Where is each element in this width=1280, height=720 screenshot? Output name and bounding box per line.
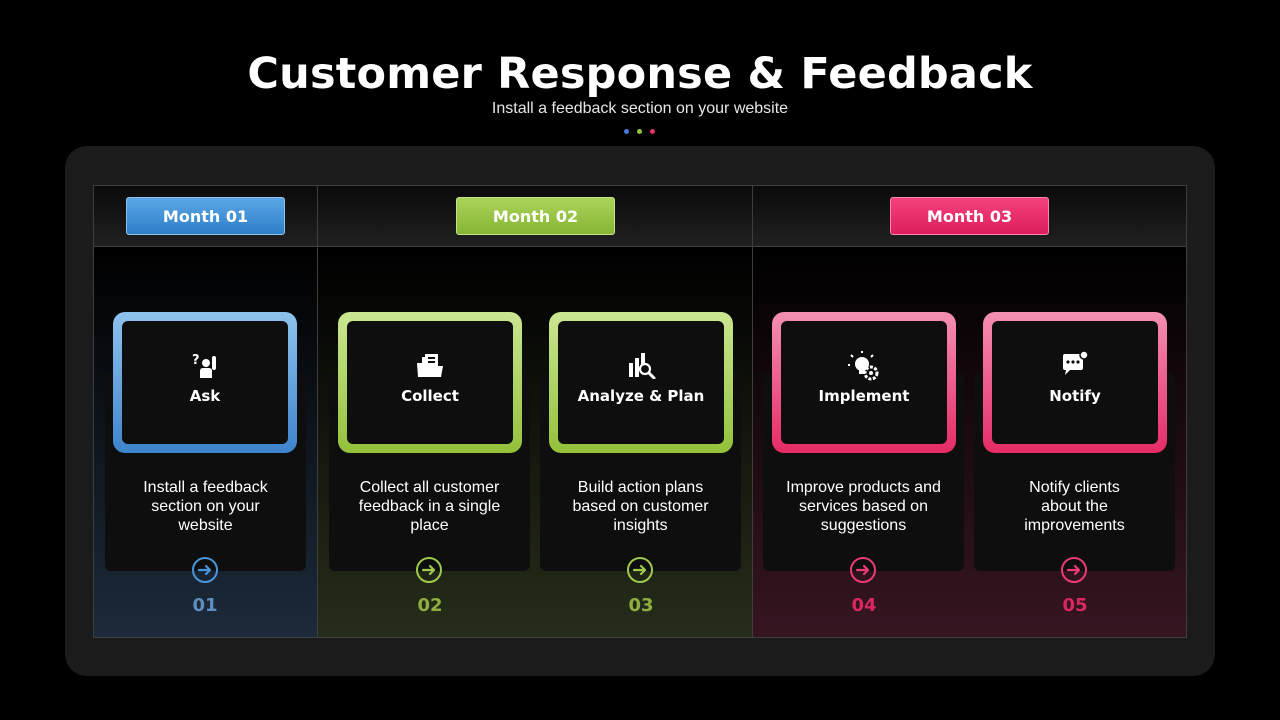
step-description: Collect all customer feedback in a singl… bbox=[358, 479, 501, 534]
folder-documents-icon bbox=[347, 351, 513, 379]
arrow-right-icon[interactable] bbox=[416, 557, 442, 583]
step-tile-collect[interactable]: Collect bbox=[338, 312, 522, 453]
timeline-frame: Month 01 Month 02 Month 03 ? Ask Install… bbox=[93, 185, 1187, 638]
step-number: 03 bbox=[628, 595, 654, 616]
chart-magnifier-icon bbox=[558, 351, 724, 380]
step-number: 02 bbox=[417, 595, 443, 616]
month-badge-01: Month 01 bbox=[126, 197, 285, 235]
month-badge-02: Month 02 bbox=[456, 197, 615, 235]
page-subtitle: Install a feedback section on your websi… bbox=[491, 100, 789, 117]
step-description: Install a feedback section on your websi… bbox=[143, 479, 268, 534]
arrow-right-icon[interactable] bbox=[850, 557, 876, 583]
raised-hand-question-icon: ? bbox=[122, 351, 288, 379]
step-description: Notify clients about the improvements bbox=[1024, 479, 1125, 534]
step-tile-implement[interactable]: Implement bbox=[772, 312, 956, 453]
step-tile-ask[interactable]: ? Ask bbox=[113, 312, 297, 453]
blue-dot-icon bbox=[624, 129, 629, 134]
step-number: 01 bbox=[192, 595, 218, 616]
step-number: 04 bbox=[851, 595, 877, 616]
page-title: Customer Response & Feedback bbox=[247, 49, 1033, 99]
step-title: Ask bbox=[189, 387, 221, 405]
green-dot-icon bbox=[637, 129, 642, 134]
month-badge-03: Month 03 bbox=[890, 197, 1049, 235]
pink-dot-icon bbox=[650, 129, 655, 134]
arrow-right-icon[interactable] bbox=[192, 557, 218, 583]
step-tile-analyze-plan[interactable]: Analyze & Plan bbox=[549, 312, 733, 453]
header-divider bbox=[317, 185, 318, 247]
step-description: Build action plans based on customer ins… bbox=[572, 479, 709, 534]
step-number: 05 bbox=[1062, 595, 1088, 616]
step-title: Implement bbox=[818, 387, 910, 405]
step-tile-notify[interactable]: Notify bbox=[983, 312, 1167, 453]
lightbulb-gear-icon bbox=[781, 351, 947, 381]
step-title: Analyze & Plan bbox=[577, 387, 705, 405]
svg-text:?: ? bbox=[192, 353, 200, 368]
step-title: Collect bbox=[401, 387, 459, 405]
chat-notification-icon bbox=[992, 350, 1158, 379]
arrow-right-icon[interactable] bbox=[1061, 557, 1087, 583]
arrow-right-icon[interactable] bbox=[627, 557, 653, 583]
step-title: Notify bbox=[1049, 387, 1101, 405]
header-divider bbox=[752, 185, 753, 247]
step-description: Improve products and services based on s… bbox=[786, 479, 941, 534]
